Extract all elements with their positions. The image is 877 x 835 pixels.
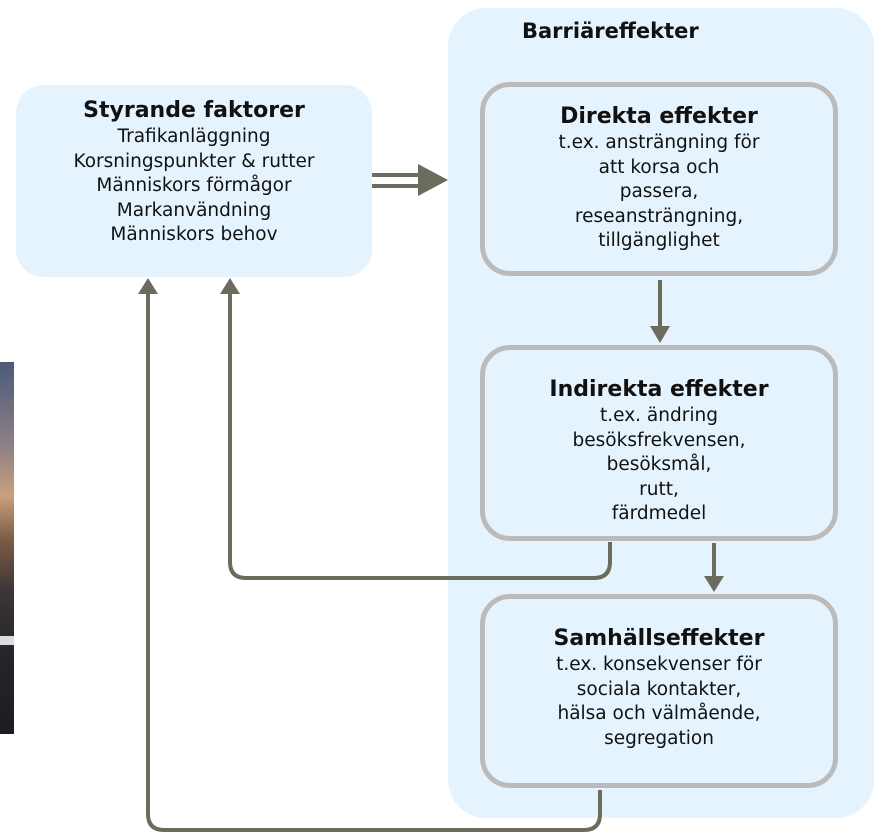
double-arrow-head — [418, 164, 448, 196]
indirect-effects-title: Indirekta effekter — [549, 377, 769, 402]
direct-effects-line: att korsa och — [598, 156, 720, 178]
direct-effects-description: t.ex. ansträngning för att korsa och pas… — [485, 131, 833, 254]
societal-effects-title: Samhällseffekter — [553, 626, 765, 651]
societal-effects-line: sociala kontakter, — [576, 678, 742, 700]
direct-effects-line: reseansträngning, — [574, 205, 744, 227]
direct-effects-box: Direkta effekter t.ex. ansträngning för … — [480, 82, 838, 276]
indirect-effects-line: färdmedel — [611, 503, 707, 524]
governing-factor-line: Markanvändning — [116, 199, 272, 221]
societal-effects-box: Samhällseffekter t.ex. konsekvenser för … — [480, 594, 838, 788]
governing-factors-box: Styrande faktorer Trafikanläggning Korsn… — [16, 85, 372, 277]
license-plate-fragment — [0, 636, 14, 645]
indirect-effects-box: Indirekta effekter t.ex. ändring besöksf… — [480, 345, 838, 541]
governing-factors-title: Styrande faktorer — [83, 98, 305, 123]
governing-factor-line: Korsningspunkter & rutter — [73, 150, 315, 172]
governing-factors-list: Trafikanläggning Korsningspunkter & rutt… — [16, 125, 372, 248]
indirect-feedback-arrowhead — [220, 278, 240, 294]
societal-effects-description: t.ex. konsekvenser för sociala kontakter… — [485, 653, 833, 751]
governing-factor-line: Människors behov — [110, 224, 278, 245]
indirect-feedback-line — [228, 292, 612, 580]
governing-factor-line: Trafikanläggning — [117, 126, 271, 147]
direct-effects-line: tillgänglighet — [598, 230, 720, 251]
photo-fragment — [0, 362, 14, 734]
societal-feedback-line — [146, 292, 602, 832]
indirect-effects-line: rutt, — [639, 478, 679, 500]
indirect-effects-line: t.ex. ändring — [600, 405, 718, 426]
barrier-effects-title: Barriäreffekter — [522, 19, 699, 43]
direct-to-indirect-arrowhead — [650, 326, 670, 343]
societal-effects-line: hälsa och välmående, — [557, 703, 761, 724]
direct-effects-title: Direkta effekter — [560, 104, 758, 129]
societal-effects-line: segregation — [604, 727, 714, 749]
direct-effects-line: passera, — [619, 181, 699, 202]
governing-factor-line: Människors förmågor — [96, 175, 292, 196]
indirect-effects-description: t.ex. ändring besöksfrekvensen, besöksmå… — [485, 404, 833, 527]
indirect-to-societal-arrowhead — [704, 576, 724, 592]
societal-effects-line: t.ex. konsekvenser för — [556, 654, 762, 675]
societal-feedback-arrowhead — [138, 278, 158, 294]
indirect-effects-line: besöksfrekvensen, — [572, 429, 746, 451]
direct-effects-line: t.ex. ansträngning för — [558, 132, 760, 153]
indirect-effects-line: besöksmål, — [606, 454, 712, 475]
